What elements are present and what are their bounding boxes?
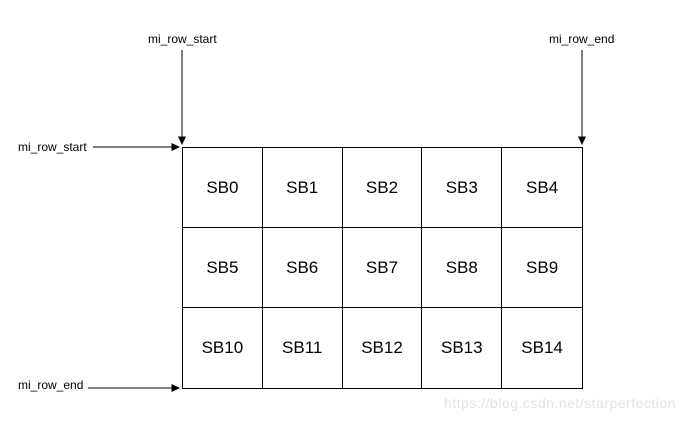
- superblock-grid: SB0 SB1 SB2 SB3 SB4 SB5 SB6 SB7 SB8 SB9 …: [182, 147, 583, 389]
- grid-cell-sb6: SB6: [262, 228, 343, 308]
- label-mi-row-end-bottom: mi_row_end: [18, 378, 84, 392]
- grid-cell-sb0: SB0: [183, 148, 263, 228]
- grid-cell-sb8: SB8: [422, 228, 503, 308]
- grid-cell-sb9: SB9: [502, 228, 582, 308]
- label-mi-row-start-left: mi_row_start: [18, 140, 87, 154]
- grid-cell-sb3: SB3: [422, 148, 503, 228]
- grid-cell-sb2: SB2: [342, 148, 423, 228]
- watermark-url: https://blog.csdn.net/starperfection: [443, 395, 676, 411]
- label-mi-row-start-top: mi_row_start: [148, 32, 217, 46]
- label-mi-row-end-top: mi_row_end: [549, 32, 615, 46]
- grid-cell-sb4: SB4: [502, 148, 582, 228]
- grid-cell-sb12: SB12: [342, 308, 423, 388]
- grid-cell-sb1: SB1: [262, 148, 343, 228]
- grid-cell-sb5: SB5: [183, 228, 263, 308]
- grid-cell-sb10: SB10: [183, 308, 263, 388]
- grid-cell-sb7: SB7: [342, 228, 423, 308]
- grid-cell-sb11: SB11: [262, 308, 343, 388]
- grid-cell-sb14: SB14: [502, 308, 582, 388]
- grid-cell-sb13: SB13: [422, 308, 503, 388]
